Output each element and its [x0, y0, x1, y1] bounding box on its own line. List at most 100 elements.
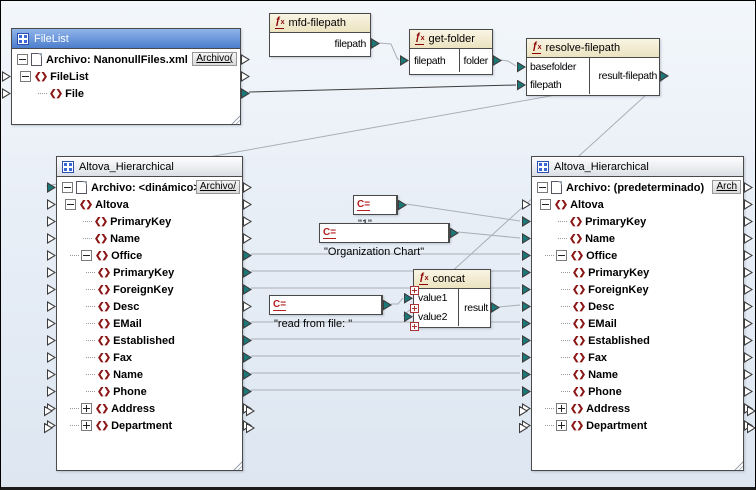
collapse-toggle[interactable] — [537, 182, 548, 193]
file-options-button[interactable]: Arch — [712, 180, 741, 194]
right-tree-row-office[interactable]: Office — [532, 247, 743, 264]
resize-grip[interactable] — [230, 114, 240, 124]
input-connector[interactable] — [47, 267, 56, 278]
output-connector[interactable] — [243, 284, 252, 295]
function-mfd-filepath[interactable]: mfd-filepath filepath — [269, 13, 371, 57]
connection-concat-to-desc[interactable] — [499, 305, 520, 307]
constant-read-from-file[interactable]: "read from file: " — [269, 295, 383, 315]
output-connector[interactable] — [243, 233, 252, 244]
right-tree-row-address[interactable]: Address — [532, 400, 743, 417]
output-connector[interactable] — [243, 369, 252, 380]
output-connector-repeat[interactable] — [747, 406, 756, 417]
input-connector-repeat[interactable] — [519, 406, 528, 417]
input-connector[interactable] — [522, 335, 531, 346]
output-connector[interactable] — [744, 386, 753, 397]
connection-readfromfile-to-concat-value1[interactable] — [391, 298, 403, 304]
input-connector[interactable] — [522, 352, 531, 363]
collapse-toggle[interactable] — [62, 182, 73, 193]
input-connector[interactable] — [47, 284, 56, 295]
input-connector-repeat[interactable] — [44, 406, 53, 417]
function-header[interactable]: mfd-filepath — [270, 14, 370, 33]
resize-grip[interactable] — [232, 460, 242, 470]
output-connector[interactable] — [243, 250, 252, 261]
output-connector[interactable] — [243, 301, 252, 312]
output-connector[interactable] — [491, 302, 500, 313]
file-options-button[interactable]: Archivo( — [192, 52, 237, 66]
left-tree-row-foreignkey[interactable]: ForeignKey — [57, 281, 242, 298]
output-connector[interactable] — [241, 54, 250, 65]
output-connector[interactable] — [243, 199, 252, 210]
left-tree-row-archivo[interactable]: Archivo: <dinámico> Archivo/ — [57, 179, 242, 196]
output-connector[interactable] — [744, 335, 753, 346]
connection-file-to-filepath[interactable] — [249, 85, 516, 92]
file-options-button[interactable]: Archivo/ — [196, 180, 240, 194]
input-connector[interactable] — [2, 71, 11, 82]
output-connector[interactable] — [398, 200, 407, 211]
left-tree-row-office-name[interactable]: Name — [57, 366, 242, 383]
right-tree-row-fax[interactable]: Fax — [532, 349, 743, 366]
output-connector[interactable] — [383, 300, 392, 311]
output-connector[interactable] — [744, 199, 753, 210]
output-connector[interactable] — [493, 55, 502, 66]
function-resolve-filepath[interactable]: resolve-filepath basefolder filepath res… — [526, 38, 660, 96]
right-tree-row-archivo[interactable]: Archivo: (predeterminado) Arch — [532, 179, 743, 196]
input-connector[interactable] — [522, 386, 531, 397]
output-connector[interactable] — [243, 267, 252, 278]
left-tree-row-office[interactable]: Office — [57, 247, 242, 264]
input-connector[interactable] — [47, 216, 56, 227]
expand-toggle[interactable] — [81, 420, 92, 431]
input-connector[interactable] — [522, 301, 531, 312]
left-tree-row-fax[interactable]: Fax — [57, 349, 242, 366]
collapse-toggle[interactable] — [17, 54, 28, 65]
right-tree-row-office-primarykey[interactable]: PrimaryKey — [532, 264, 743, 281]
output-connector[interactable] — [243, 216, 252, 227]
input-connector[interactable] — [47, 199, 56, 210]
left-tree-row-name[interactable]: Name — [57, 230, 242, 247]
input-connector[interactable] — [2, 88, 11, 99]
input-connector[interactable] — [47, 335, 56, 346]
input-connector[interactable] — [517, 62, 526, 73]
right-tree-row-email[interactable]: EMail — [532, 315, 743, 332]
left-tree-row-altova[interactable]: Altova — [57, 196, 242, 213]
input-connector[interactable] — [47, 301, 56, 312]
constant-organization-chart[interactable]: "Organization Chart" — [319, 223, 450, 243]
output-connector[interactable] — [371, 38, 380, 49]
input-connector[interactable] — [400, 55, 409, 66]
connection-mfdfilepath-to-getfolder[interactable] — [379, 43, 399, 60]
right-tree-row-phone[interactable]: Phone — [532, 383, 743, 400]
left-tree-row-email[interactable]: EMail — [57, 315, 242, 332]
input-connector[interactable] — [522, 284, 531, 295]
filelist-row-filelist[interactable]: FileList — [12, 68, 240, 85]
add-parameter-button[interactable] — [410, 286, 419, 295]
function-header[interactable]: concat — [414, 270, 490, 289]
input-connector[interactable] — [522, 318, 531, 329]
add-parameter-button[interactable] — [410, 304, 419, 313]
output-connector-repeat[interactable] — [246, 406, 255, 417]
component-filelist-header[interactable]: FileList — [12, 29, 240, 49]
right-tree-row-foreignkey[interactable]: ForeignKey — [532, 281, 743, 298]
right-tree-row-desc[interactable]: Desc — [532, 298, 743, 315]
left-tree-row-desc[interactable]: Desc — [57, 298, 242, 315]
input-connector[interactable] — [522, 216, 531, 227]
right-tree-row-established[interactable]: Established — [532, 332, 743, 349]
output-connector[interactable] — [243, 386, 252, 397]
output-connector[interactable] — [450, 228, 459, 239]
collapse-toggle[interactable] — [556, 250, 567, 261]
input-connector[interactable] — [517, 80, 526, 91]
output-connector[interactable] — [744, 216, 753, 227]
right-tree-row-primarykey[interactable]: PrimaryKey — [532, 213, 743, 230]
output-connector[interactable] — [744, 301, 753, 312]
component-header[interactable]: Altova_Hierarchical — [57, 157, 242, 177]
add-parameter-button[interactable] — [410, 322, 419, 331]
output-connector[interactable] — [744, 267, 753, 278]
output-connector[interactable] — [744, 318, 753, 329]
connection-orgchart-to-name[interactable] — [458, 232, 520, 238]
output-connector[interactable] — [243, 182, 252, 193]
input-connector[interactable] — [522, 369, 531, 380]
input-connector[interactable] — [522, 233, 531, 244]
left-tree-row-phone[interactable]: Phone — [57, 383, 242, 400]
constant-1[interactable]: "1" — [353, 195, 398, 215]
expand-toggle[interactable] — [556, 420, 567, 431]
output-connector-repeat[interactable] — [747, 423, 756, 434]
component-filelist[interactable]: FileList Archivo: NanonullFiles.xml Arch… — [11, 28, 241, 125]
